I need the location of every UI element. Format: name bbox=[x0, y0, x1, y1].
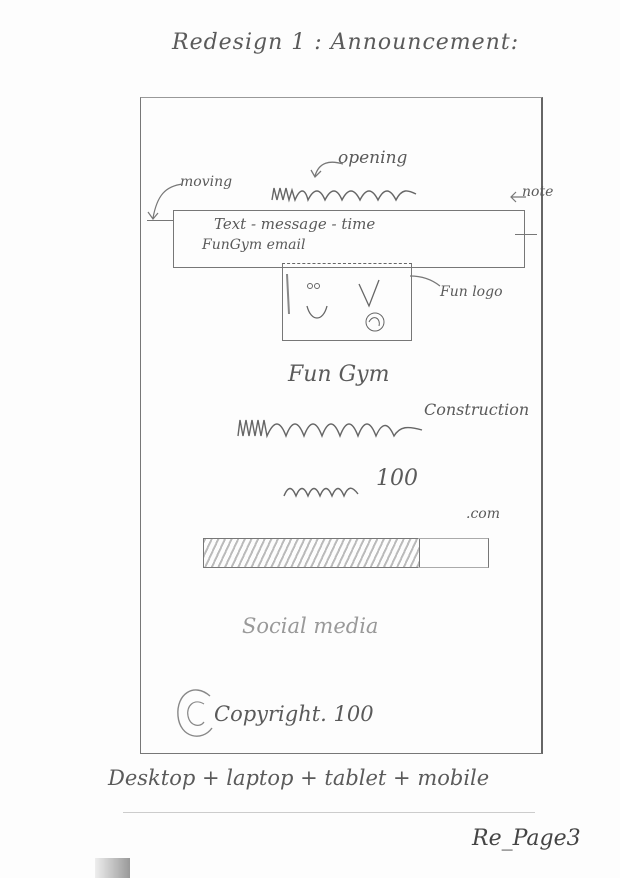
url-input-extension bbox=[418, 538, 489, 568]
annotation-fun-logo: Fun logo bbox=[440, 284, 503, 300]
annotation-com: .com bbox=[466, 506, 500, 522]
page-reference: Re_Page3 bbox=[472, 826, 581, 851]
announcement-bar: Text - message - time FunGym email bbox=[173, 210, 525, 268]
devices-caption: Desktop + laptop + tablet + mobile bbox=[108, 766, 490, 790]
wireframe-frame bbox=[140, 97, 543, 754]
annotation-note: note bbox=[522, 184, 554, 200]
annotation-moving: moving bbox=[180, 174, 233, 190]
construction-scribble bbox=[237, 419, 423, 439]
url-scribble bbox=[283, 487, 359, 498]
annotation-construction: Construction bbox=[424, 400, 530, 419]
copyright-icon bbox=[177, 689, 213, 737]
url-number: 100 bbox=[376, 466, 418, 491]
logo-sketch-icon bbox=[286, 273, 385, 332]
page-title: Redesign 1 : Announcement: bbox=[172, 30, 520, 55]
moving-arrow-icon bbox=[147, 183, 184, 220]
logo-box bbox=[282, 263, 412, 341]
heading-scribble bbox=[271, 187, 417, 203]
note-arrow-icon bbox=[510, 191, 526, 203]
fun-logo-arrow-icon bbox=[409, 275, 441, 287]
bottom-rule bbox=[123, 812, 535, 813]
brand-name: Fun Gym bbox=[288, 362, 390, 387]
announcement-left-arrow bbox=[147, 220, 173, 222]
copyright-text: Copyright. 100 bbox=[214, 702, 374, 726]
scan-shadow bbox=[95, 858, 130, 878]
announcement-right-arrow bbox=[515, 234, 537, 236]
announcement-email: FunGym email bbox=[202, 237, 306, 253]
annotation-opening: opening bbox=[338, 148, 408, 168]
url-input-bar[interactable] bbox=[203, 538, 420, 568]
announcement-text: Text - message - time bbox=[214, 215, 376, 233]
url-input-fill bbox=[204, 539, 419, 567]
opening-arrow-icon bbox=[310, 161, 344, 179]
social-media-label: Social media bbox=[242, 614, 379, 638]
